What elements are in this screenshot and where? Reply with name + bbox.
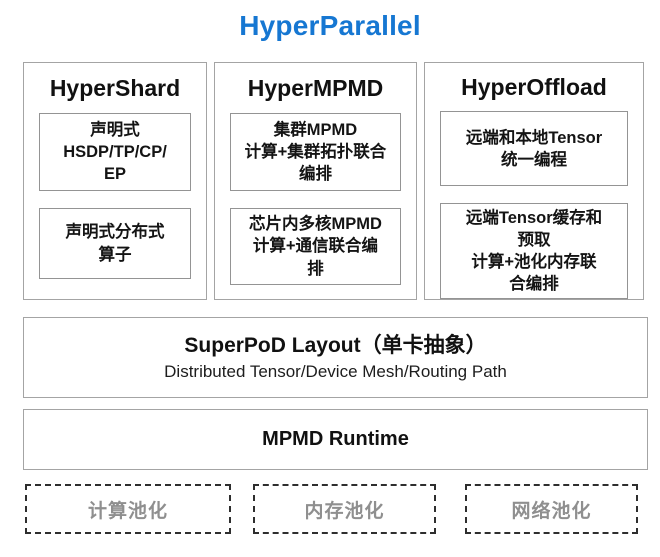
hypermpmd-multicore-box: 芯片内多核MPMD 计算+通信联合编 排 bbox=[230, 208, 401, 285]
feature-box-text: 声明式分布式 算子 bbox=[65, 223, 165, 264]
hyperoffload-unified-tensor-box: 远端和本地Tensor 统一编程 bbox=[440, 111, 628, 187]
superpod-layout-title: SuperPoD Layout（单卡抽象） bbox=[184, 333, 487, 357]
diagram-title: HyperParallel bbox=[239, 10, 421, 41]
feature-box-text: 集群MPMD 计算+集群拓扑联合 编排 bbox=[244, 120, 387, 184]
column-hypermpmd-header: HyperMPMD bbox=[247, 74, 384, 101]
feature-box-text: 声明式 HSDP/TP/CP/ EP bbox=[63, 120, 167, 184]
superpod-layout-subtitle: Distributed Tensor/Device Mesh/Routing P… bbox=[164, 361, 507, 381]
hypershard-declarative-parallelism-box: 声明式 HSDP/TP/CP/ EP bbox=[39, 113, 191, 191]
mpmd-runtime-box: MPMD Runtime bbox=[23, 409, 648, 470]
pool-network-box: 网络池化 bbox=[465, 484, 638, 534]
feature-columns: HyperShard 声明式 HSDP/TP/CP/ EP 声明式分布式 算子 … bbox=[23, 62, 645, 300]
feature-box-text: 远端Tensor缓存和 预取 计算+池化内存联 合编排 bbox=[465, 208, 603, 294]
superpod-layout-box: SuperPoD Layout（单卡抽象） Distributed Tensor… bbox=[23, 317, 648, 398]
hypershard-distributed-operators-box: 声明式分布式 算子 bbox=[39, 208, 191, 279]
resource-pools-row: 计算池化 内存池化 网络池化 bbox=[25, 484, 638, 534]
column-hypershard-header: HyperShard bbox=[49, 74, 181, 101]
pool-compute-box: 计算池化 bbox=[25, 484, 231, 534]
pool-network-label: 网络池化 bbox=[511, 500, 592, 522]
column-hypershard: HyperShard 声明式 HSDP/TP/CP/ EP 声明式分布式 算子 bbox=[23, 62, 207, 300]
pool-compute-label: 计算池化 bbox=[87, 500, 168, 522]
pool-memory-label: 内存池化 bbox=[304, 500, 385, 522]
mpmd-runtime-title: MPMD Runtime bbox=[262, 428, 409, 450]
feature-box-text: 远端和本地Tensor 统一编程 bbox=[465, 128, 603, 169]
hypermpmd-cluster-box: 集群MPMD 计算+集群拓扑联合 编排 bbox=[230, 113, 401, 191]
column-hyperoffload-header: HyperOffload bbox=[461, 73, 607, 100]
column-hypermpmd: HyperMPMD 集群MPMD 计算+集群拓扑联合 编排 芯片内多核MPMD … bbox=[214, 62, 417, 300]
column-hyperoffload: HyperOffload 远端和本地Tensor 统一编程 远端Tensor缓存… bbox=[424, 62, 644, 300]
pool-memory-box: 内存池化 bbox=[253, 484, 436, 534]
hyperoffload-tensor-cache-box: 远端Tensor缓存和 预取 计算+池化内存联 合编排 bbox=[440, 203, 628, 299]
feature-box-text: 芯片内多核MPMD 计算+通信联合编 排 bbox=[249, 215, 382, 278]
